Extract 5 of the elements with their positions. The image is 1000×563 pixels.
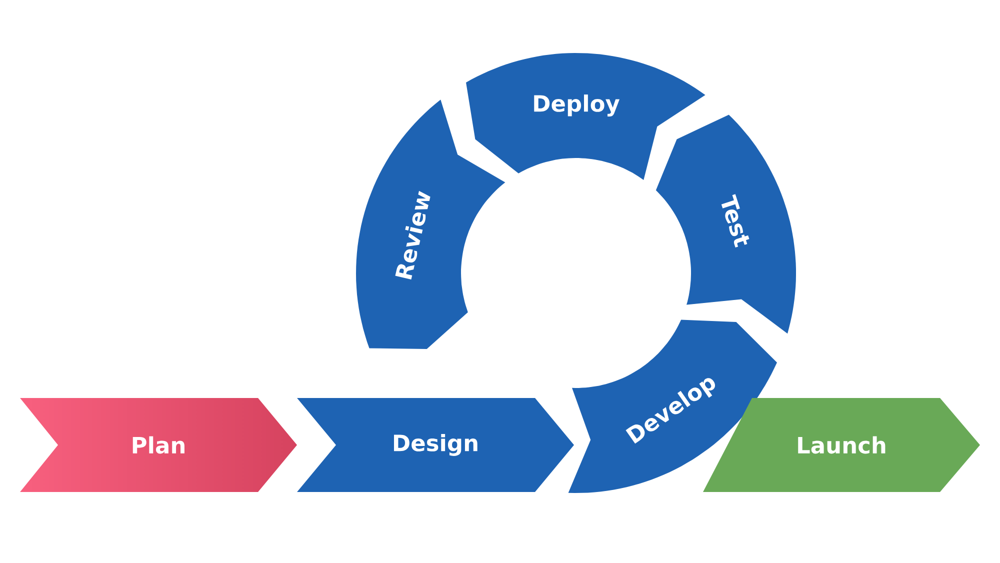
- node-label: Test: [721, 194, 750, 248]
- chevron-arrow: Plan: [132, 436, 184, 454]
- cycle-segment: Review: [356, 100, 506, 349]
- cycle-segment: Deploy: [466, 53, 706, 180]
- cycle-segment: Test: [656, 114, 796, 334]
